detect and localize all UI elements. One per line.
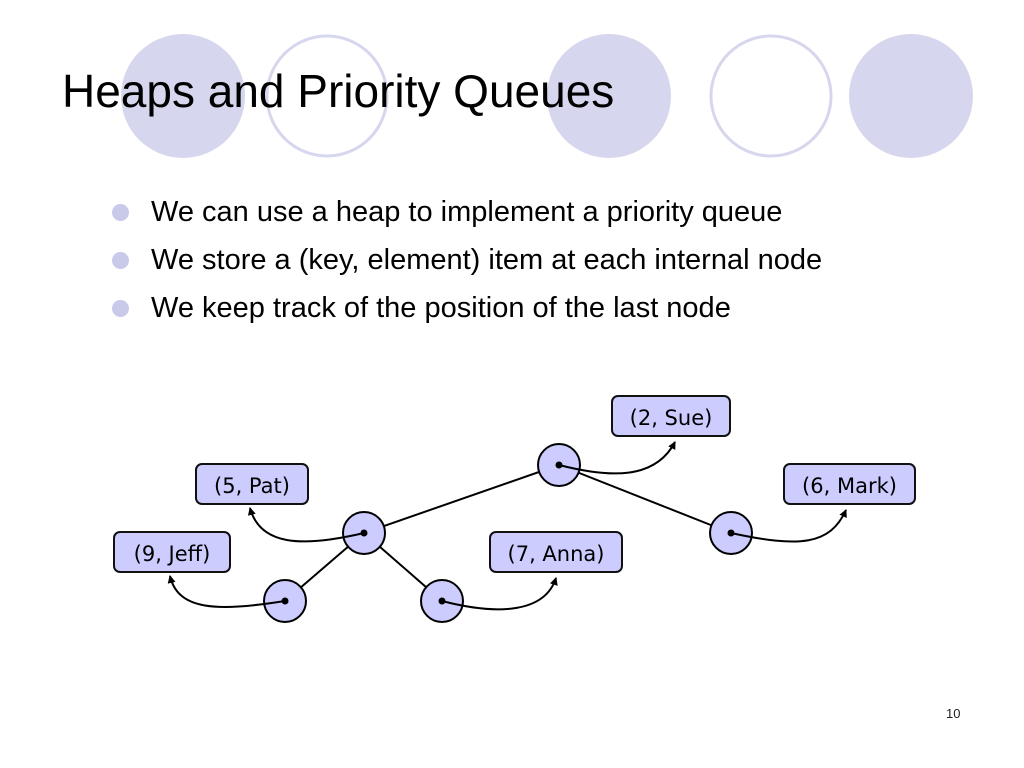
item-pointer-arrow (167, 575, 286, 608)
bullet-text: We store a (key, element) item at each i… (151, 244, 823, 276)
title-decoration (121, 34, 973, 158)
bullet-item: We keep track of the position of the las… (112, 284, 822, 332)
item-label-left-left: (9, Jeff) (113, 531, 231, 573)
bullet-icon (112, 299, 129, 317)
item-pointer-arrow (441, 577, 558, 611)
bullet-icon (112, 203, 129, 221)
item-pointer-arrow (730, 509, 847, 543)
bullet-item: We can use a heap to implement a priorit… (112, 188, 822, 236)
item-pointer-arrow (247, 507, 365, 543)
item-label-left: (5, Pat) (195, 463, 309, 505)
bullet-text: We can use a heap to implement a priorit… (151, 196, 783, 228)
page-number: 10 (946, 706, 961, 721)
decor-circle-filled (121, 34, 245, 158)
tree-edge (558, 464, 732, 534)
item-label-root: (2, Sue) (611, 395, 731, 437)
decor-circle-filled (547, 34, 671, 158)
item-label-left-right: (7, Anna) (489, 531, 623, 573)
decor-circle-filled (849, 34, 973, 158)
tree-edge (363, 464, 560, 534)
item-label-right: (6, Mark) (783, 463, 916, 505)
bullet-item: We store a (key, element) item at each i… (112, 236, 822, 284)
bullet-icon (112, 251, 129, 269)
decor-circle-ring (709, 34, 833, 158)
decor-circle-ring (265, 34, 389, 158)
bullet-text: We keep track of the position of the las… (151, 292, 731, 324)
bullet-list: We can use a heap to implement a priorit… (112, 188, 822, 332)
slide-title: Heaps and Priority Queues (62, 65, 615, 117)
item-pointer-arrow (558, 441, 676, 475)
